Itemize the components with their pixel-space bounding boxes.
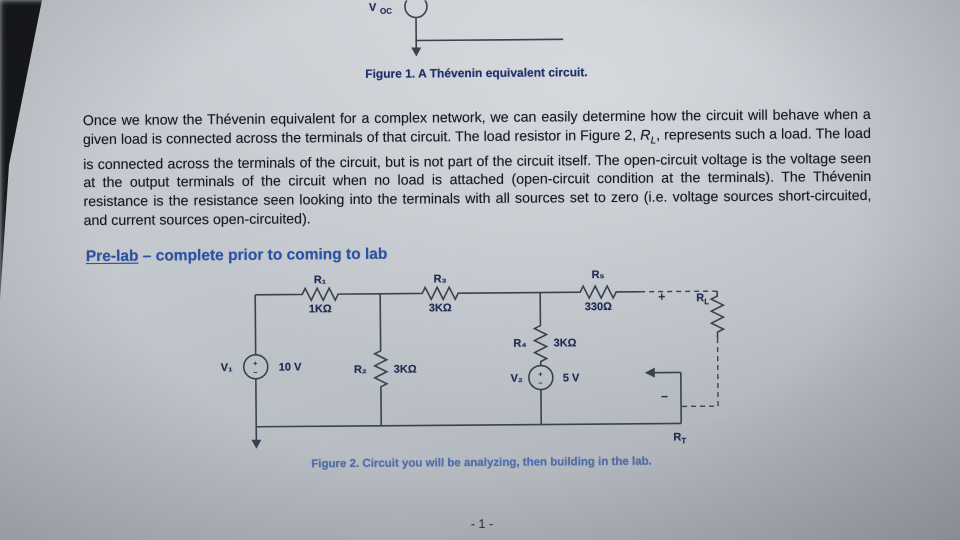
r4-value: 3KΩ (554, 337, 577, 349)
dashed-load-wire-right (681, 338, 719, 408)
r3-label: R₃ (434, 273, 447, 285)
figure2-caption: Figure 2. Circuit you will be analyzing,… (311, 455, 652, 471)
v2-value: 5 V (563, 372, 580, 384)
dashed-terminal-wire-top (640, 290, 718, 293)
figure2-circuit: + − + − R₁ 1KΩ R₃ 3 (221, 269, 726, 449)
v1-value: 10 V (279, 361, 302, 373)
page-number: - 1 - (470, 516, 494, 532)
resistor-r1 (255, 286, 381, 303)
voc-label: V (369, 2, 377, 14)
resistor-r3 (380, 285, 541, 302)
voltage-source-symbol (404, 0, 428, 19)
r5-value: 330Ω (585, 301, 612, 313)
v1-plus-mark: + (253, 361, 257, 368)
v2-minus-mark: − (538, 381, 542, 388)
v1-minus-mark: − (253, 370, 257, 377)
left-arrow-icon (644, 367, 655, 378)
figure1-thevenin-circuit: V OC (369, 0, 564, 57)
rl-symbol: RL (640, 127, 657, 147)
r2-value: 3KΩ (394, 363, 417, 375)
r5-label: R₅ (591, 269, 604, 281)
down-arrow-icon (411, 47, 422, 57)
body-paragraph: Once we know the Thévenin equivalent for… (83, 106, 872, 231)
r3-value: 3KΩ (429, 302, 452, 314)
ground-arrow-icon (251, 439, 262, 449)
prelab-heading-underlined: Pre-lab (85, 247, 139, 266)
r2-label: R₂ (354, 364, 367, 376)
figure1-caption: Figure 1. A Thévenin equivalent circuit. (365, 65, 588, 81)
v2-plus-mark: + (538, 372, 542, 379)
figure1-wires (415, 17, 564, 42)
rl-label: R (696, 292, 704, 304)
r1-label: R₁ (314, 274, 327, 286)
resistor-r5 (540, 284, 641, 300)
prelab-heading: Pre-lab – complete prior to coming to la… (86, 246, 388, 266)
resistor-rl (709, 291, 726, 339)
rt-subscript: T (681, 436, 686, 445)
voc-subscript: OC (380, 7, 392, 16)
r1-value: 1KΩ (309, 303, 332, 315)
minus-terminal: − (661, 390, 668, 404)
prelab-heading-rest: – complete prior to coming to lab (138, 245, 388, 265)
plus-terminal: + (658, 290, 665, 304)
r4-label: R₄ (513, 338, 526, 350)
rt-label: R (673, 431, 681, 443)
bottom-rail (256, 422, 682, 428)
v2-label: V₂ (511, 373, 523, 385)
resistor-r2 (372, 293, 389, 426)
resistor-r4 (532, 292, 549, 366)
rl-subscript: L (704, 297, 709, 306)
v1-label: V₁ (221, 362, 233, 374)
